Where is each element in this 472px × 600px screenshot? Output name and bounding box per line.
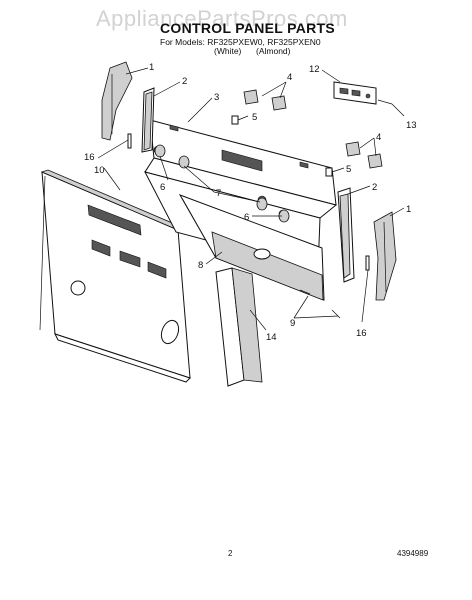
callout-13: 13 xyxy=(406,120,417,131)
display-board-part xyxy=(333,81,377,105)
model-numbers: For Models: RF325PXEW0, RF325PXEN0 xyxy=(160,37,321,47)
callout-5-top: 5 xyxy=(252,112,257,123)
callout-10: 10 xyxy=(94,165,105,176)
callout-5-right: 5 xyxy=(346,164,351,175)
screw-parts xyxy=(299,289,341,319)
panel-knobs xyxy=(154,144,290,223)
callout-4-top: 4 xyxy=(287,72,292,83)
vent-slots xyxy=(91,239,167,279)
knob-group-top xyxy=(243,89,287,111)
callout-6-right: 6 xyxy=(244,212,249,223)
callout-1-right: 1 xyxy=(406,204,411,215)
rear-panel-part xyxy=(39,169,191,383)
clip-right xyxy=(365,255,370,271)
callout-7: 7 xyxy=(216,188,221,199)
callout-2-right: 2 xyxy=(372,182,377,193)
right-bracket-part xyxy=(337,187,355,283)
document-number: 4394989 xyxy=(397,549,429,558)
callout-9: 9 xyxy=(290,318,295,329)
knob-group-right xyxy=(345,141,383,169)
lower-panel-part xyxy=(178,194,325,301)
callout-2-top: 2 xyxy=(182,76,187,87)
switch-piece-right xyxy=(325,167,333,177)
page-number: 2 xyxy=(228,549,233,558)
color-almond-label: (Almond) xyxy=(256,46,291,56)
leader-lines xyxy=(97,67,405,331)
callout-4-right: 4 xyxy=(376,132,381,143)
callout-16-left: 16 xyxy=(84,152,95,163)
switch-piece-top xyxy=(231,115,239,125)
callout-6-left: 6 xyxy=(160,182,165,193)
callout-3: 3 xyxy=(214,92,219,103)
callout-labels: 1 2 3 4 5 12 13 16 10 4 5 6 7 2 1 6 8 9 … xyxy=(84,62,417,343)
right-end-cap-part xyxy=(373,211,397,301)
callout-16-right: 16 xyxy=(356,328,367,339)
diagram-title: CONTROL PANEL PARTS xyxy=(160,20,336,36)
screw-13 xyxy=(377,99,393,105)
site-watermark: AppliancePartsPros.com xyxy=(96,6,348,31)
trim-channel-part xyxy=(215,267,263,387)
callout-14: 14 xyxy=(266,332,277,343)
color-white-label: (White) xyxy=(214,46,242,56)
left-bracket-part xyxy=(141,87,155,153)
left-end-cap-part xyxy=(101,61,133,141)
clip-left xyxy=(127,133,132,149)
callout-1-top: 1 xyxy=(149,62,154,73)
callout-12: 12 xyxy=(309,64,320,75)
callout-8: 8 xyxy=(198,260,203,271)
